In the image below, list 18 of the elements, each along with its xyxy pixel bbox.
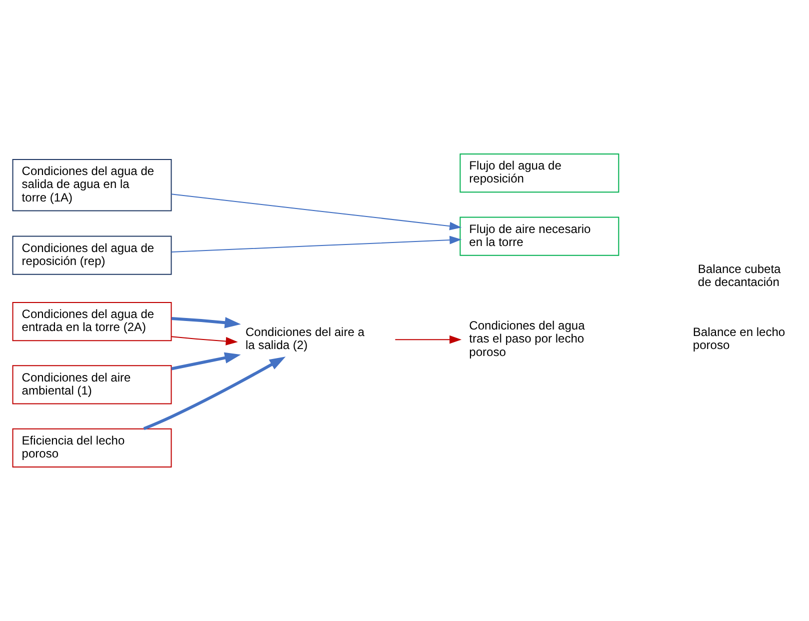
arrow — [171, 194, 462, 230]
node-text: Condiciones del aire a la salida (2) — [246, 325, 364, 352]
node-box: Flujo del agua de reposición — [460, 154, 620, 193]
node-box: Condiciones del agua de reposición (rep) — [12, 236, 172, 275]
arrow — [171, 352, 241, 370]
arrow — [143, 356, 286, 430]
node-box: Condiciones del agua de salida de agua en la torre (1A) — [12, 159, 172, 212]
node-box: Flujo de aire necesario en la torre — [460, 216, 620, 256]
arrow — [171, 336, 238, 346]
arrow — [395, 335, 462, 344]
node-text: Condiciones del agua tras el paso por lecho poroso — [469, 318, 585, 359]
label: Balance cubeta de decantación — [698, 262, 781, 290]
label: Balance en lecho poroso — [692, 325, 786, 352]
arrow — [171, 317, 241, 328]
node-box: Condiciones del agua de entrada en la torre (2A) — [12, 302, 172, 342]
arrow — [171, 236, 462, 252]
node-box: Condiciones del aire ambiental (1) — [12, 365, 172, 404]
node-box: Eficiencia del lecho poroso — [12, 428, 172, 468]
